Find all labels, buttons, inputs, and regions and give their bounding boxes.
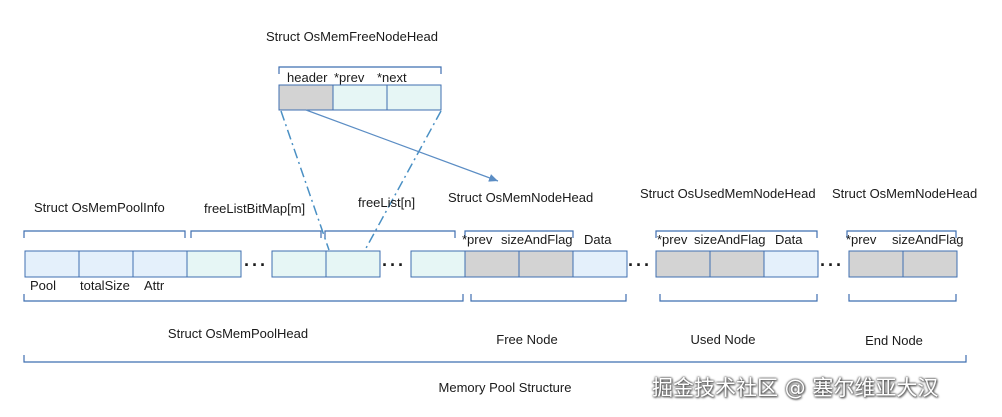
pool-info-pool-cell [24,250,80,278]
projection-line-right [364,110,442,251]
ellipsis-before-used: ··· [628,255,652,275]
brace-used-node [659,294,818,302]
brace-end-node-head [846,230,957,238]
brace-free-node-struct [278,66,442,74]
free-node-field-data: Data [584,232,612,247]
free-node-size-cell [518,250,574,278]
end-node-prev-cell [848,250,904,278]
memory-pool-structure-label: Memory Pool Structure [438,380,572,395]
brace-used-node-head [655,230,818,238]
bitmap-cell-last [271,250,327,278]
ellipsis-before-end: ··· [820,255,844,275]
free-node-label: Free Node [496,332,558,347]
free-node-head-title: Struct OsMemFreeNodeHead [266,29,438,44]
free-node-head-field-header: header [287,70,328,85]
freelist-cell-last [410,250,466,278]
pool-info-totalsize-cell [78,250,134,278]
pool-head-label: Struct OsMemPoolHead [167,326,309,341]
projection-line-left [280,110,330,251]
end-node-size-cell [902,250,958,278]
free-node-head-struct-title: Struct OsMemNodeHead [448,190,594,205]
brace-pool-info [23,230,186,238]
used-node-prev-cell [655,250,711,278]
free-node-head-header-cell [278,84,334,111]
pool-info-field-pool: Pool [30,278,57,293]
pointer-arrow [305,109,499,182]
pool-info-field-attr: Attr [144,278,165,293]
used-node-field-size: sizeAndFlag [694,232,766,247]
brace-pool-head [23,294,464,302]
free-node-prev-cell [464,250,520,278]
brace-bitmap [190,230,322,238]
freelist-cell-first [325,250,381,278]
pool-info-attr-cell [132,250,188,278]
end-node-label: End Node [865,333,923,348]
end-node-head-struct-title: Struct OsMemNodeHead [832,186,978,201]
brace-end-node [848,294,957,302]
bitmap-cell-first [186,250,242,278]
free-node-field-size: sizeAndFlag [501,232,573,247]
pool-info-title: Struct OsMemPoolInfo [34,200,165,215]
used-node-label: Used Node [690,332,756,347]
end-node-field-prev: *prev [846,232,877,247]
ellipsis-freelist: ··· [382,255,406,275]
brace-memory-pool [23,355,967,363]
bitmap-label: freeListBitMap[m] [204,201,306,216]
brace-free-node [470,294,627,302]
pool-info-field-totalsize: totalSize [80,278,130,293]
ellipsis-bitmap: ··· [244,255,268,275]
used-node-size-cell [709,250,765,278]
free-node-field-prev: *prev [462,232,493,247]
used-node-field-prev: *prev [657,232,688,247]
free-node-head-prev-cell [332,84,388,111]
brace-freelist [324,230,456,238]
brace-free-node-head [464,230,574,238]
free-node-head-field-next: *next [377,70,407,85]
freelist-label: freeList[n] [358,195,416,210]
end-node-field-size: sizeAndFlag [892,232,964,247]
free-node-head-next-cell [386,84,442,111]
free-node-head-field-prev: *prev [334,70,365,85]
used-node-field-data: Data [775,232,803,247]
watermark-text: 掘金技术社区 @ 塞尔维亚大汉 [652,376,939,400]
used-node-data-cell [763,250,819,278]
free-node-data-cell [572,250,628,278]
used-node-head-struct-title: Struct OsUsedMemNodeHead [640,186,816,201]
